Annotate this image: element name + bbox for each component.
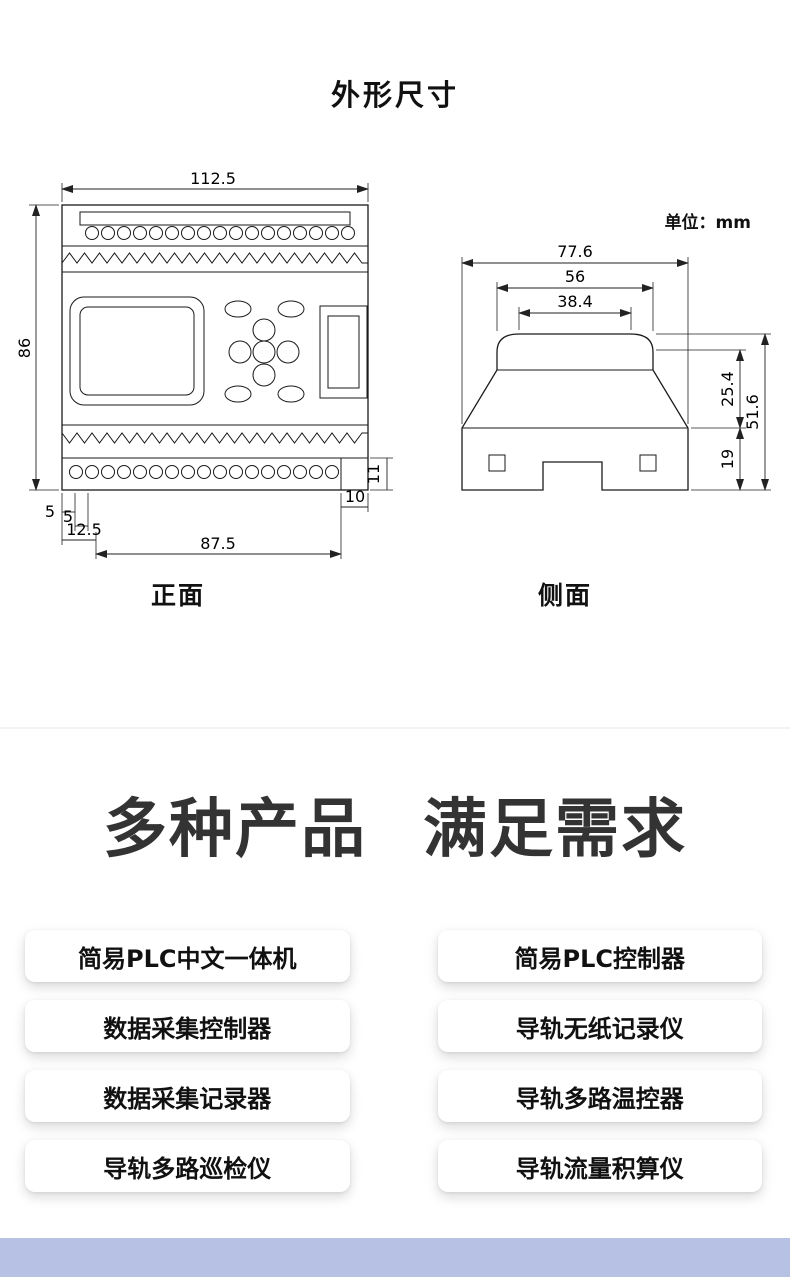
front-connector-port [319,305,368,399]
side-view-caption: 侧面 [537,581,592,610]
dim-front-height: 86 [15,338,34,358]
dim-side-upper-height: 25.4 [718,371,737,407]
dim-front-strip-height: 11 [364,464,383,484]
dim-side-total-height: 51.6 [743,394,762,430]
dim-front-width: 112.5 [190,169,236,188]
product-button-plc-allinone[interactable]: 简易PLC中文一体机 [25,930,350,982]
product-button-multi-temp-controller[interactable]: 导轨多路温控器 [437,1070,762,1122]
front-bottom-terminals [69,465,339,479]
section-divider [0,727,790,729]
front-key-buttons [224,300,305,403]
dim-front-offset-12-5: 12.5 [66,520,102,539]
product-button-plc-controller[interactable]: 简易PLC控制器 [437,930,762,982]
dim-side-base-height: 19 [718,449,737,469]
dim-front-offset-5b: 5 [63,507,73,526]
dimension-drawings: 112.5 86 11 10 5 5 [15,169,771,559]
promo-heading: 多种产品 满足需求 [0,778,790,870]
product-button-daq-controller[interactable]: 数据采集控制器 [25,1000,350,1052]
product-button-daq-recorder[interactable]: 数据采集记录器 [25,1070,350,1122]
page-title: 外形尺寸 [330,78,459,112]
front-view-caption: 正面 [150,581,205,610]
bottom-accent-bar [0,1238,790,1277]
dim-side-top-width: 38.4 [557,292,593,311]
dim-side-depth-total: 77.6 [557,242,593,261]
side-view-drawing: 77.6 56 38.4 25.4 19 51.6 [461,242,771,491]
front-view-drawing: 112.5 86 11 10 5 5 [15,169,393,559]
dim-side-body-width: 56 [565,267,585,286]
product-buttons-grid: 简易PLC中文一体机 简易PLC控制器 数据采集控制器 导轨无纸记录仪 数据采集… [25,930,762,1192]
unit-label: 单位：mm [664,213,751,233]
product-button-multi-patrol-meter[interactable]: 导轨多路巡检仪 [25,1140,350,1192]
dim-front-bottom-span: 87.5 [200,534,236,553]
product-button-flow-totalizer[interactable]: 导轨流量积算仪 [437,1140,762,1192]
promo-heading-left: 多种产品 [103,793,367,867]
dim-front-right-offset: 10 [345,487,365,506]
product-button-paperless-recorder[interactable]: 导轨无纸记录仪 [437,1000,762,1052]
dim-front-offset-5a: 5 [45,502,55,521]
promo-heading-right: 满足需求 [423,793,687,867]
front-top-terminals [85,226,355,240]
front-lcd-screen [69,296,205,406]
